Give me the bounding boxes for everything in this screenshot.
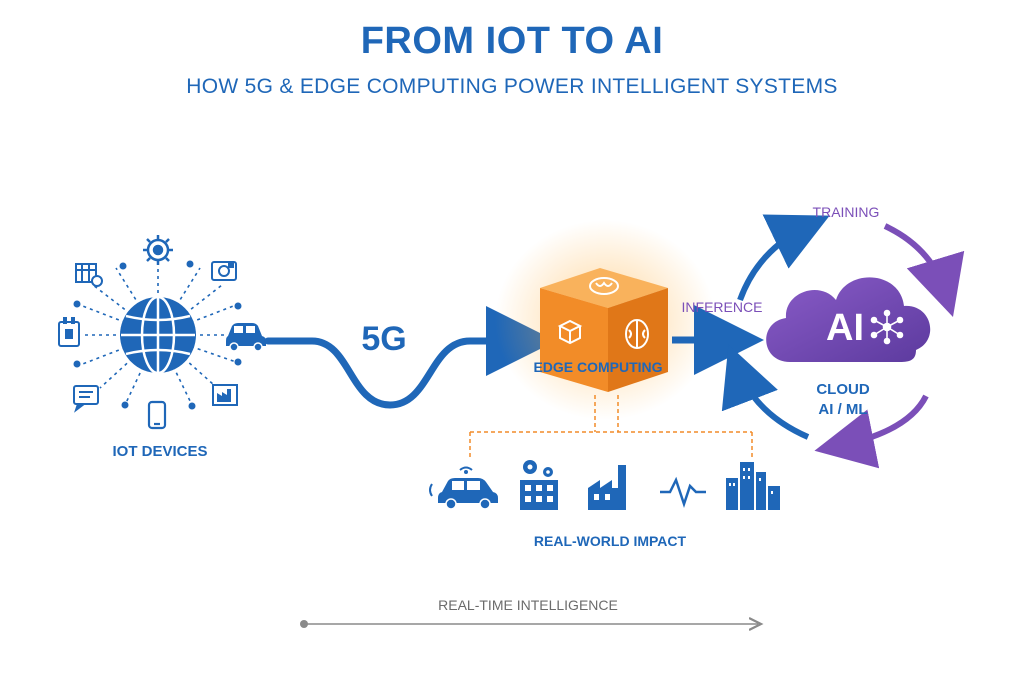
- globe-icon: [120, 295, 196, 375]
- cycle-arrow-top-right: [883, 223, 965, 317]
- iot-devices-label: IOT DEVICES: [112, 443, 207, 460]
- page-title: FROM IOT TO AI: [360, 20, 664, 62]
- factory-monitor-icon: [212, 384, 238, 406]
- impact-connectors: [469, 395, 753, 458]
- box-icon: [557, 319, 583, 345]
- cycle-arrow-top-left: [737, 214, 830, 302]
- real-world-impact-label: REAL-WORLD IMPACT: [534, 533, 687, 549]
- message-icon: [73, 385, 99, 413]
- dashboard-icon: [75, 263, 103, 287]
- smart-building-gears-icon: [520, 460, 558, 510]
- neural-network-icon: [870, 309, 904, 345]
- cloud-label-line2: AI / ML: [818, 401, 867, 418]
- connected-car-icon: [429, 466, 498, 510]
- brain-icon: [589, 277, 619, 295]
- factory-icon: [588, 465, 626, 510]
- camera-icon: [211, 261, 237, 281]
- inference-label: INFERENCE: [682, 299, 763, 315]
- city-skyline-icon: [726, 462, 780, 510]
- 5g-connection-arrow: [264, 306, 556, 409]
- cycle-arrow-bottom-left: [721, 344, 810, 440]
- ai-badge: AI: [826, 307, 864, 349]
- edge-computing-cube: [495, 220, 715, 420]
- pulse-icon: [660, 476, 706, 508]
- cloud-label-line1: CLOUD: [816, 381, 869, 398]
- edge-computing-label: EDGE COMPUTING: [533, 359, 662, 375]
- 5g-label: 5G: [361, 320, 406, 358]
- iot-node-dots: [73, 260, 242, 410]
- cycle-arrow-bottom-right: [814, 394, 929, 469]
- smartphone-icon: [147, 400, 167, 430]
- real-time-intelligence-label: REAL-TIME INTELLIGENCE: [438, 597, 618, 613]
- gear-icon: [143, 235, 173, 265]
- page-subtitle: HOW 5G & EDGE COMPUTING POWER INTELLIGEN…: [186, 75, 838, 98]
- smart-device-icon: [58, 317, 80, 347]
- car-icon: [226, 323, 266, 352]
- timeline-start-dot: [300, 620, 308, 628]
- training-label: TRAINING: [813, 204, 880, 220]
- brain-side-icon: [625, 319, 649, 349]
